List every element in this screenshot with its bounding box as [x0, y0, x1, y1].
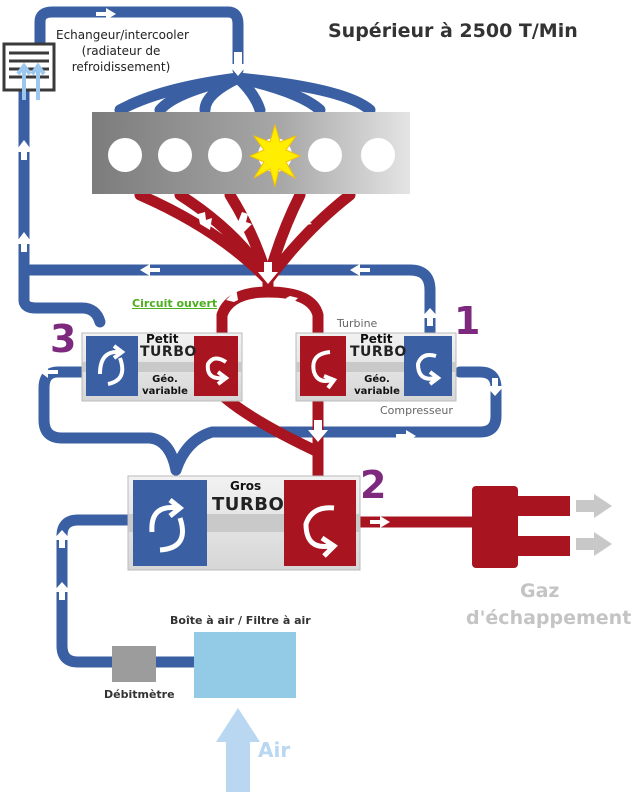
intercooler-label: Echangeur/intercooler (radiateur de refr… [56, 28, 189, 74]
cylinder [158, 138, 192, 172]
page-title: Supérieur à 2500 T/Min [328, 20, 578, 42]
rotation-icon [98, 344, 126, 375]
debitmetre-box [112, 646, 156, 682]
turbine-wheel [284, 480, 356, 566]
exhaust-label-line2: d'échappement [466, 607, 632, 629]
rotation-icon [311, 350, 338, 390]
engine-block [92, 112, 410, 194]
big-turbo-line2: TURBO [212, 494, 285, 515]
cylinder [361, 138, 395, 172]
compressor-wheel [133, 480, 207, 566]
compressor-wheel [404, 336, 452, 396]
small-turbo-left-line2: TURBO [140, 344, 197, 360]
stage-number-3: 3 [50, 317, 77, 361]
rotation-icon [149, 498, 185, 533]
small-turbo-right-line1: Petit [360, 332, 393, 346]
flow-arrows [15, 8, 504, 600]
cylinder [308, 138, 342, 172]
circuit-open-label: Circuit ouvert [132, 297, 218, 310]
cylinder [108, 138, 142, 172]
small-turbo-left-line1: Petit [146, 332, 179, 346]
debitmetre-label: Débitmètre [104, 688, 175, 701]
small-turbo-left [81, 332, 243, 402]
small-turbo-right-geo: Géo. variable [354, 374, 400, 397]
air-intake-arrow [216, 708, 260, 792]
exhaust-label-line1: Gaz [520, 580, 560, 602]
airbox-label: Boîte à air / Filtre à air [170, 614, 311, 627]
air-filter-box [194, 632, 296, 698]
turbine-wheel [194, 336, 238, 396]
rotation-icon [415, 353, 442, 386]
rotation-icon [159, 517, 185, 553]
compressor-wheel [86, 336, 138, 396]
rotation-icon [303, 505, 338, 558]
intercooler-icon [2, 42, 56, 100]
spark-icon [248, 123, 302, 188]
rotation-icon [205, 356, 230, 386]
turbine-wheel [300, 336, 346, 396]
cylinder [208, 138, 242, 172]
stage-number-2: 2 [360, 463, 387, 507]
rotation-icon [107, 357, 125, 386]
small-turbo-right-line2: TURBO [350, 344, 407, 360]
big-turbo-line1: Gros [230, 479, 262, 493]
exhaust-muffler [472, 486, 570, 568]
turbine-label: Turbine [337, 317, 378, 330]
small-turbo-left-geo: Géo. variable [142, 374, 188, 397]
air-label: Air [258, 738, 291, 762]
stage-number-1: 1 [454, 299, 481, 343]
compresseur-label: Compresseur [380, 404, 453, 417]
exhaust-outflow-arrows [576, 494, 612, 556]
big-turbo [127, 475, 361, 571]
small-turbo-right [295, 332, 457, 402]
